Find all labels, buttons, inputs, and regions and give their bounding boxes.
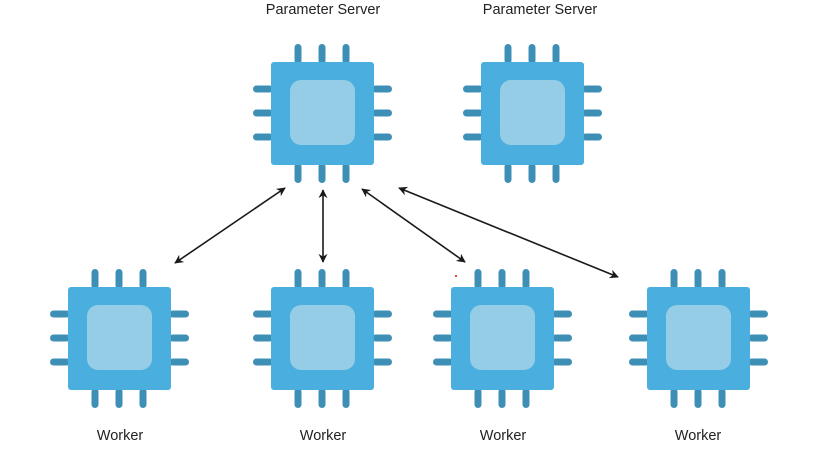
chip-pin — [522, 269, 530, 289]
chip-pin — [474, 388, 482, 408]
chip-pin — [169, 334, 189, 342]
chip-pin — [582, 133, 602, 141]
chip-pin — [342, 388, 350, 408]
chip-pin — [433, 358, 453, 366]
worker-chip-icon — [433, 269, 572, 408]
chip-pin — [253, 334, 273, 342]
chip-pin — [372, 85, 392, 93]
nodes — [50, 44, 768, 408]
chip-pin — [253, 133, 273, 141]
chip-pin — [463, 85, 483, 93]
chip-pin — [318, 269, 326, 289]
worker-chip-icon — [253, 269, 392, 408]
chip-pin — [253, 358, 273, 366]
chip-pin — [50, 310, 70, 318]
chip-pin — [670, 388, 678, 408]
chip-pin — [433, 334, 453, 342]
chip-pin — [552, 44, 560, 64]
stray-dot — [455, 275, 457, 277]
chip-pin — [50, 334, 70, 342]
chip-pin — [694, 269, 702, 289]
arrow-ps1-w3 — [361, 188, 466, 263]
chip-pin — [528, 44, 536, 64]
chip-pin — [139, 388, 147, 408]
chip-pin — [50, 358, 70, 366]
chip-pin — [718, 388, 726, 408]
chip-pin — [552, 334, 572, 342]
chip-pin — [463, 133, 483, 141]
chip-pin — [552, 163, 560, 183]
chip-pin — [498, 269, 506, 289]
worker3-label: Worker — [480, 428, 527, 444]
chip-pin — [629, 334, 649, 342]
chip-pin — [91, 269, 99, 289]
chip-pin — [670, 269, 678, 289]
chip-pin — [629, 310, 649, 318]
chip-pin — [582, 109, 602, 117]
chip-pin — [498, 388, 506, 408]
chip-pin — [294, 388, 302, 408]
chip-pin — [748, 334, 768, 342]
chip-pin — [552, 310, 572, 318]
parameter-server-chip-icon — [463, 44, 602, 183]
chip-core — [290, 305, 355, 370]
chip-pin — [342, 44, 350, 64]
chip-pin — [372, 133, 392, 141]
chip-pin — [294, 44, 302, 64]
chip-pin — [91, 388, 99, 408]
chip-pin — [528, 163, 536, 183]
chip-pin — [253, 310, 273, 318]
chip-pin — [629, 358, 649, 366]
chip-pin — [253, 85, 273, 93]
chip-pin — [372, 334, 392, 342]
ps2-label: Parameter Server — [483, 2, 598, 18]
chip-pin — [552, 358, 572, 366]
chip-core — [290, 80, 355, 145]
arrow-ps1-w4 — [398, 186, 619, 279]
chip-pin — [748, 310, 768, 318]
parameter-server-chip-icon — [253, 44, 392, 183]
chip-pin — [474, 269, 482, 289]
chip-pin — [115, 269, 123, 289]
arrow-ps1-w1 — [174, 187, 286, 264]
chip-pin — [718, 269, 726, 289]
chip-pin — [463, 109, 483, 117]
chip-pin — [748, 358, 768, 366]
chip-core — [500, 80, 565, 145]
chip-pin — [504, 44, 512, 64]
worker2-label: Worker — [300, 428, 347, 444]
chip-pin — [372, 109, 392, 117]
chip-pin — [372, 358, 392, 366]
chip-core — [87, 305, 152, 370]
chip-pin — [522, 388, 530, 408]
chip-core — [666, 305, 731, 370]
chip-pin — [504, 163, 512, 183]
chip-pin — [342, 163, 350, 183]
chip-pin — [253, 109, 273, 117]
chip-pin — [169, 358, 189, 366]
chip-pin — [294, 163, 302, 183]
chip-pin — [694, 388, 702, 408]
chip-pin — [318, 163, 326, 183]
ps1-label: Parameter Server — [266, 2, 381, 18]
worker1-label: Worker — [97, 428, 144, 444]
chip-pin — [139, 269, 147, 289]
chip-pin — [115, 388, 123, 408]
edges — [174, 186, 619, 279]
worker-chip-icon — [629, 269, 768, 408]
chip-pin — [582, 85, 602, 93]
chip-pin — [433, 310, 453, 318]
chip-pin — [372, 310, 392, 318]
chip-core — [470, 305, 535, 370]
chip-pin — [318, 44, 326, 64]
chip-pin — [294, 269, 302, 289]
worker-chip-icon — [50, 269, 189, 408]
chip-pin — [318, 388, 326, 408]
worker4-label: Worker — [675, 428, 722, 444]
chip-pin — [169, 310, 189, 318]
chip-pin — [342, 269, 350, 289]
